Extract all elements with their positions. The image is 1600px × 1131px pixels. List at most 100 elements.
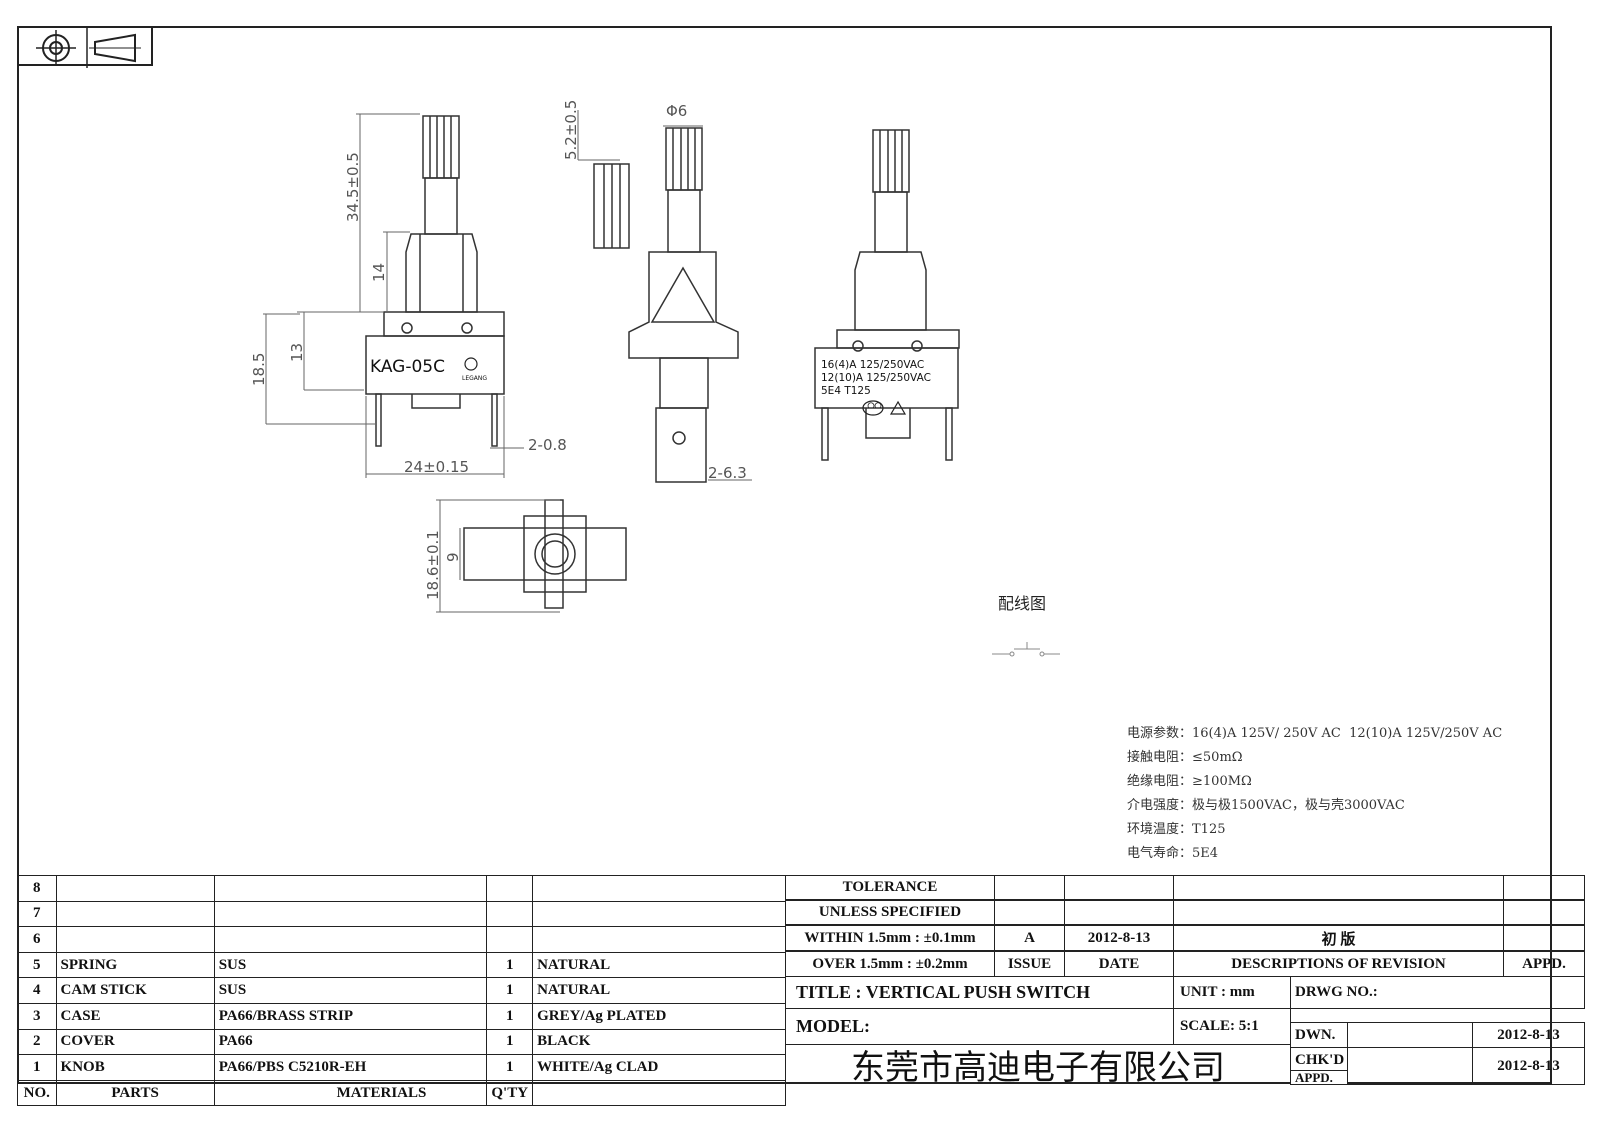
bom-qty: 1 (486, 1028, 534, 1056)
back-view (814, 129, 960, 461)
issue-label: ISSUE (994, 951, 1065, 977)
spec-label: 绝缘电阻： (1127, 774, 1193, 789)
appd-label-bottom: APPD. (1290, 1070, 1348, 1085)
revision-cell (1173, 875, 1504, 900)
spec-value: 5E4 (1192, 846, 1219, 861)
bom-finish: WHITE/Ag CLAD (532, 1054, 786, 1081)
bom-no: 6 (17, 926, 57, 953)
bottom-view-dimensions (436, 499, 560, 613)
bom-material: PA66/PBS C5210R-EH (213, 1054, 488, 1081)
bom-material: SUS (213, 977, 488, 1004)
date-label: DATE (1064, 951, 1174, 977)
bom-qty (486, 926, 534, 953)
bom-finish: NATURAL (532, 951, 786, 979)
model-label: MODEL: (785, 1008, 1174, 1045)
revision-cell (1064, 900, 1174, 925)
bom-qty: 1 (486, 951, 534, 979)
bom-material: SUS (213, 951, 488, 979)
dwn-signature (1347, 1022, 1473, 1048)
revision-cell (1173, 900, 1504, 925)
bom-finish (532, 926, 786, 953)
spec-value: ≥100MΩ (1192, 774, 1252, 789)
bom-part (55, 900, 215, 928)
bom-no: 1 (17, 1054, 57, 1081)
rating-line-2: 12(10)A 125/250VAC (821, 372, 931, 384)
model-marking: KAG-05C (370, 357, 445, 377)
bom-no: 5 (17, 951, 57, 979)
front-view (365, 115, 505, 447)
company-name: 东莞市高迪电子有限公司 (785, 1044, 1291, 1084)
spec-line: 电源参数：16(4)A 125V/ 250V AC 12(10)A 125V/2… (1127, 722, 1502, 746)
spec-line: 环境温度：T125 (1127, 818, 1502, 842)
revision-cell (994, 875, 1065, 900)
dim-case-height: 13 (288, 343, 306, 362)
dim-bottom-inner: 9 (444, 552, 462, 562)
spec-value: 极与极1500VAC，极与壳3000VAC (1192, 798, 1405, 813)
table-row: 6 (17, 926, 786, 953)
chkd-signature (1347, 1047, 1473, 1085)
bom-finish (532, 900, 786, 928)
brand-marking: LEGANG (462, 375, 487, 382)
side-view-dimensions (577, 110, 752, 481)
bom-material (213, 875, 488, 902)
dim-knob-tip: 5.2±0.5 (562, 100, 580, 160)
bom-part: CASE (55, 1002, 215, 1030)
dim-width: 24±0.15 (404, 458, 469, 476)
dim-bottom-height: 18.6±0.1 (424, 530, 442, 600)
revision-cell (1503, 875, 1585, 900)
spec-label: 接触电阻： (1127, 750, 1193, 765)
bom-material: PA66/BRASS STRIP (213, 1002, 488, 1030)
scale-label: SCALE: 5:1 (1173, 1008, 1291, 1045)
spec-line: 电气寿命：5E4 (1127, 842, 1502, 866)
spec-label: 电源参数： (1127, 726, 1193, 741)
spec-line: 绝缘电阻：≥100MΩ (1127, 770, 1502, 794)
bom-part: SPRING (55, 951, 215, 979)
bom-finish: GREY/Ag PLATED (532, 1002, 786, 1030)
revision-cell (994, 900, 1065, 925)
spec-label: 环境温度： (1127, 822, 1193, 837)
spec-label: 电气寿命： (1127, 846, 1193, 861)
unit-label: UNIT : mm (1173, 976, 1291, 1009)
tolerance-within: WITHIN 1.5mm : ±0.1mm (785, 925, 995, 951)
cqc-mark-icon (862, 400, 884, 416)
bom-part (55, 875, 215, 902)
revision-cell (1064, 875, 1174, 900)
side-view (593, 127, 739, 483)
appd-label: APPD. (1503, 951, 1585, 977)
bom-material: PA66 (213, 1028, 488, 1056)
bom-qty (486, 900, 534, 928)
bom-no: 3 (17, 1002, 57, 1030)
bom-finish: NATURAL (532, 977, 786, 1004)
revision-description: 初 版 (1173, 925, 1504, 951)
bom-no: 8 (17, 875, 57, 902)
bom-header-parts: PARTS (55, 1079, 215, 1107)
rating-line-1: 16(4)A 125/250VAC (821, 359, 924, 371)
dwn-date: 2012-8-13 (1472, 1022, 1585, 1048)
issue-value: A (994, 925, 1065, 951)
descriptions-label: DESCRIPTIONS OF REVISION (1173, 951, 1504, 977)
brand-logo-icon (464, 357, 478, 371)
bom-header-empty (532, 1079, 786, 1107)
chkd-date: 2012-8-13 (1472, 1047, 1585, 1085)
bom-no: 2 (17, 1028, 57, 1056)
spec-value: ≤50mΩ (1192, 750, 1243, 765)
bom-header-no: NO. (17, 1079, 57, 1107)
drawing-title: TITLE : VERTICAL PUSH SWITCH (785, 976, 1174, 1009)
projection-symbol (17, 26, 153, 68)
bottom-view (463, 499, 627, 609)
bom-part: CAM STICK (55, 977, 215, 1004)
bom-finish (532, 875, 786, 902)
bom-finish: BLACK (532, 1028, 786, 1056)
bom-part: KNOB (55, 1054, 215, 1081)
dim-pin-thickness: 2-0.8 (528, 436, 567, 454)
bom-header-materials: MATERIALS (213, 1079, 488, 1107)
triangle-mark-icon (889, 400, 907, 415)
revision-cell (1503, 925, 1585, 951)
date-value: 2012-8-13 (1064, 925, 1174, 951)
bom-part: COVER (55, 1028, 215, 1056)
